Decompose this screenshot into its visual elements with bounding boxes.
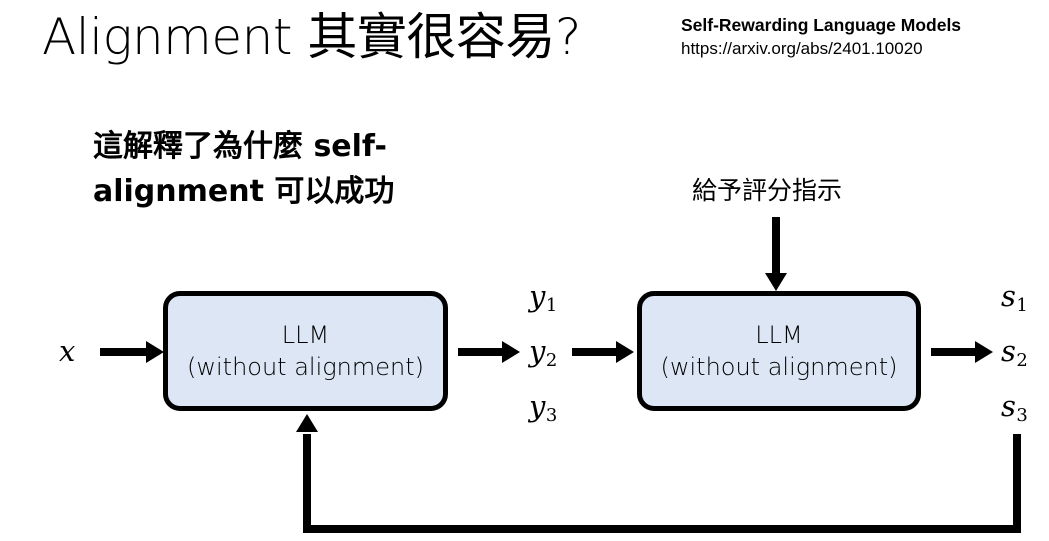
arrow-head [146,341,164,363]
response-base: y [529,334,546,368]
response-sub: 2 [545,350,558,372]
score-base: s [1001,334,1016,368]
score-sub: 3 [1016,405,1028,427]
response-label-y1: y1 [529,282,557,320]
feedback-loop-bottom-segment [303,525,1021,533]
arrow-head [296,414,318,432]
llm-box-scorer-subtitle: (without alignment) [660,352,898,381]
feedback-loop-right-segment [1013,434,1021,533]
score-sub: 1 [1016,295,1028,317]
arrow-head [765,273,787,291]
arrow-shaft [772,217,780,275]
response-label-y3: y3 [529,392,557,430]
score-sub: 2 [1016,350,1028,372]
llm-box-scorer-title: LLM [755,320,803,349]
arrow-shaft [100,348,146,356]
paper-url-link[interactable]: https://arxiv.org/abs/2401.10020 [681,39,923,58]
llm-box-generator-title: LLM [281,320,330,349]
scoring-instruction-annotation: 給予評分指示 [692,176,843,205]
subtitle-note: 這解釋了為什麼 self-alignment 可以成功 [93,129,395,209]
llm-box-generator-subtitle: (without alignment) [187,352,424,381]
response-sub: 3 [545,405,558,427]
response-base: y [529,389,546,423]
response-base: y [529,279,546,313]
llm-box-scorer[interactable]: LLM (without alignment) [637,291,921,411]
response-sub: 1 [545,295,558,317]
paper-reference: Self-Rewarding Language Models https://a… [681,14,1049,60]
arrow-shaft [458,348,502,356]
input-label-x: x [59,334,76,368]
paper-title: Self-Rewarding Language Models [681,15,962,35]
score-base: s [1001,279,1016,313]
response-label-y2: y2 [529,337,557,375]
score-base: s [1001,389,1016,423]
feedback-loop-left-segment [303,434,311,533]
score-label-s1: s1 [1001,282,1028,320]
score-label-s2: s2 [1001,337,1028,375]
arrow-shaft [931,348,975,356]
arrow-head [975,341,993,363]
score-label-s3: s3 [1001,392,1028,430]
page-title: Alignment 其實很容易? [42,8,581,66]
arrow-head [502,341,520,363]
llm-box-generator[interactable]: LLM (without alignment) [163,291,448,411]
arrow-head [616,341,634,363]
arrow-shaft [572,348,616,356]
